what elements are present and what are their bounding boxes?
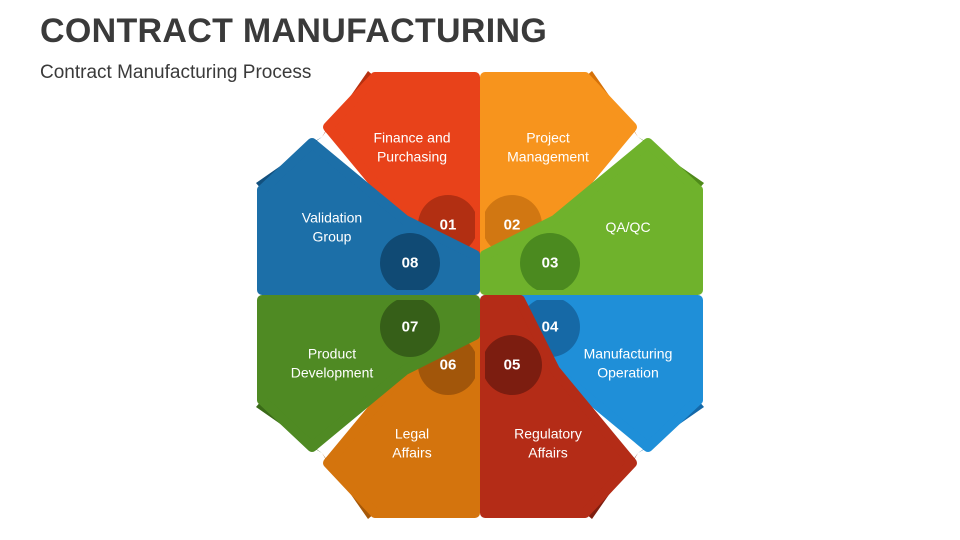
segment-05-number: 05	[504, 357, 521, 374]
segment-08-badge	[380, 233, 440, 290]
segment-01-number: 01	[440, 217, 457, 234]
segment-07-number: 07	[402, 319, 419, 336]
segment-08-number: 08	[402, 255, 419, 272]
segment-05-badge	[485, 335, 542, 395]
segment-03: 03 QA/QC	[480, 137, 704, 295]
segment-06-number: 06	[440, 357, 457, 374]
segment-04-number: 04	[542, 319, 559, 336]
page-title: CONTRACT MANUFACTURING	[40, 12, 548, 50]
page-subtitle: Contract Manufacturing Process	[40, 62, 312, 83]
segment-03-number: 03	[542, 255, 559, 272]
segment-03-label: QA/QC	[605, 219, 650, 235]
segment-07-badge	[380, 300, 440, 357]
segment-02-number: 02	[504, 217, 521, 234]
segment-03-badge	[520, 233, 580, 290]
